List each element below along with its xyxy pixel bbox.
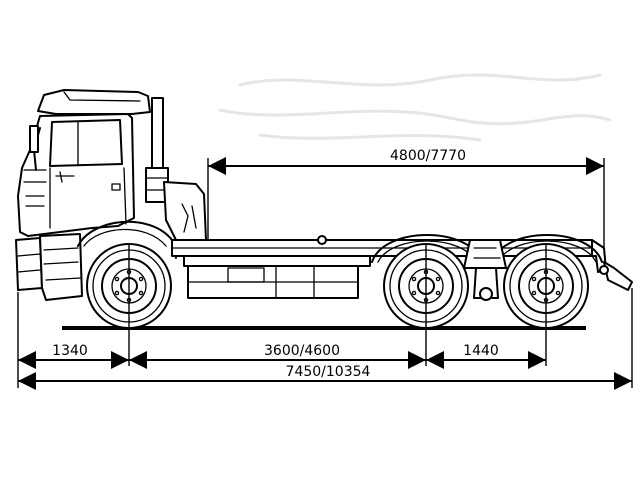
wheelbase-label: 3600/4600 [264,343,340,359]
front-overhang-label: 1340 [52,343,88,359]
exhaust-stack [145,97,207,241]
ground-line [62,326,586,330]
truck-cab [17,89,151,237]
overall-length-label: 7450/10354 [286,364,371,380]
dimension-wheelbase: 3600/4600 [129,343,426,369]
front-bumper [15,220,177,301]
dimension-bogie-spacing: 1440 [426,343,546,369]
background-watermark [218,73,612,142]
dimension-front-overhang: 1340 [18,343,129,369]
rear-suspension [371,234,603,301]
dimension-cargo-length: 4800/7770 [208,148,604,175]
dimension-overall-length: 7450/10354 [18,364,632,390]
bogie-spacing-label: 1440 [463,343,499,359]
cargo-length-label: 4800/7770 [390,148,466,164]
